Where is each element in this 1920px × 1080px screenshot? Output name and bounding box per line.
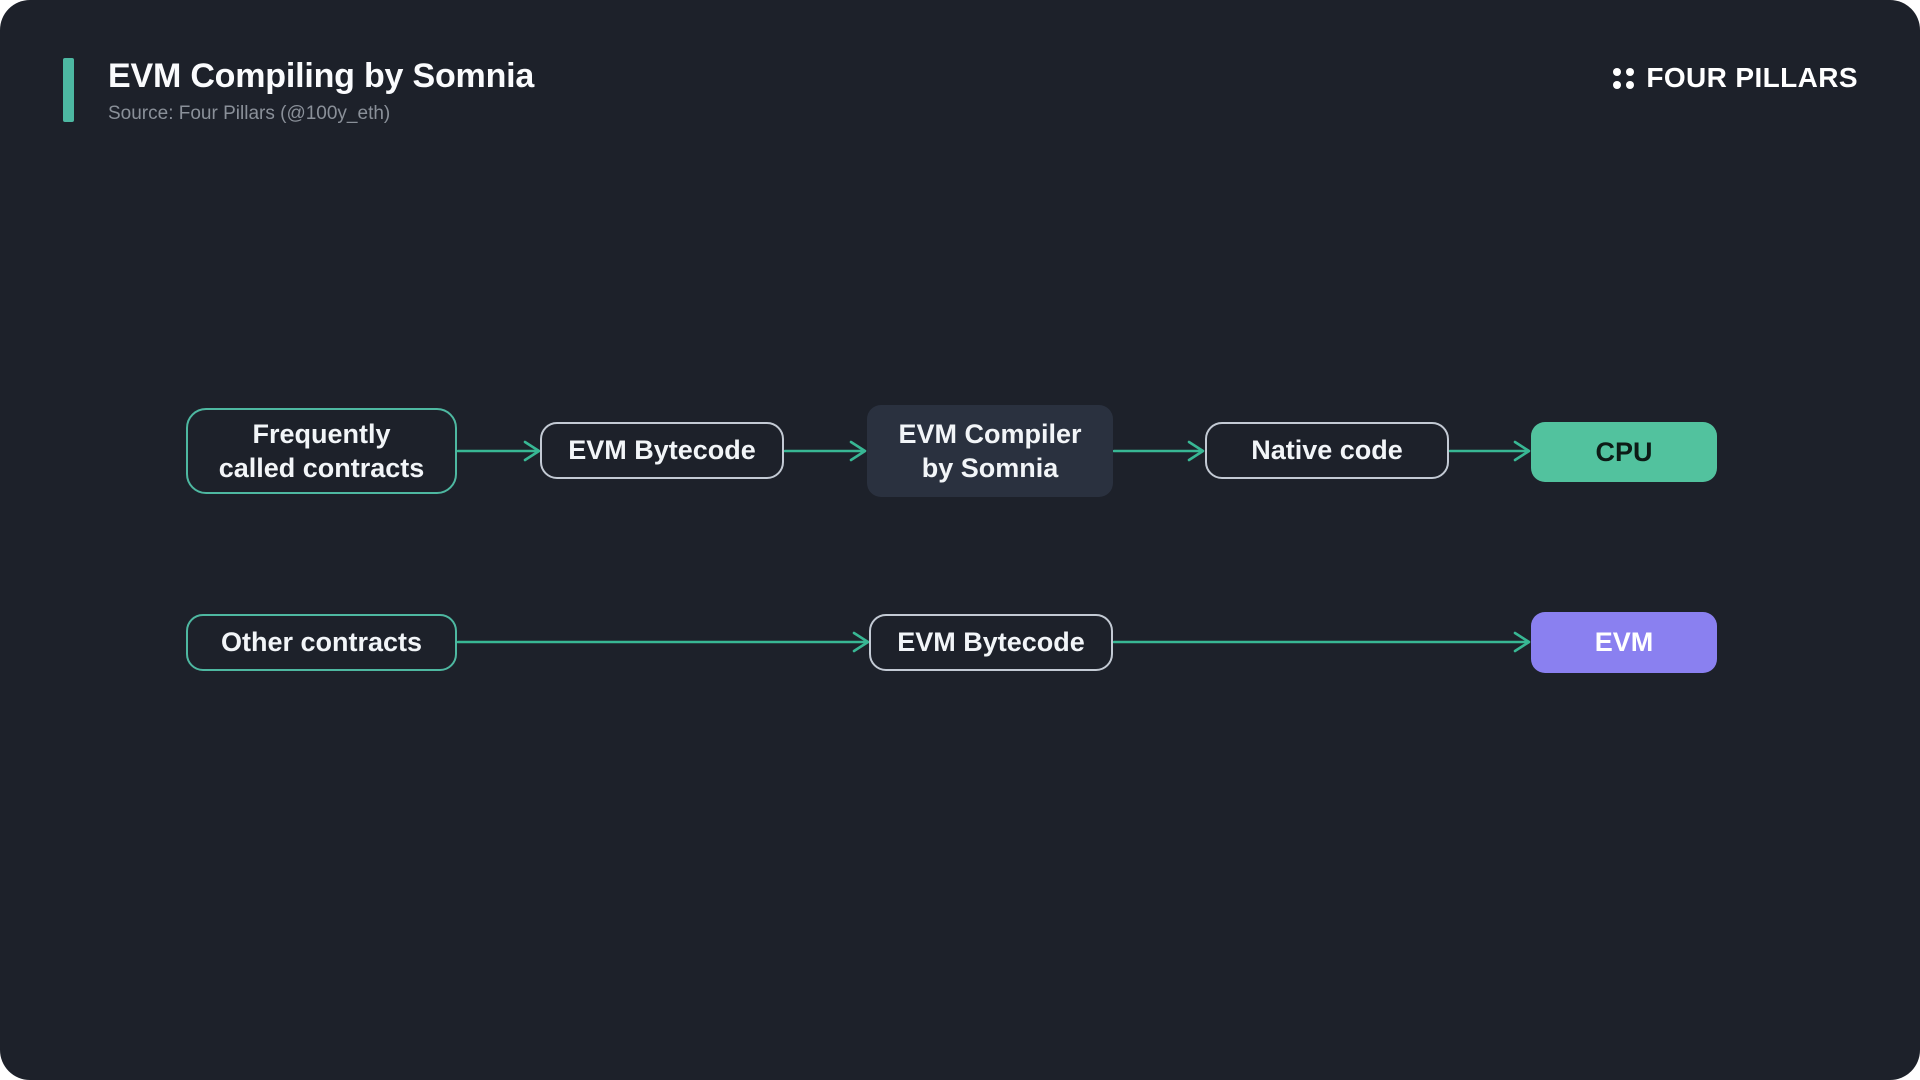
node-other-contracts: Other contracts: [186, 614, 457, 671]
page-title: EVM Compiling by Somnia: [108, 57, 535, 95]
brand-logo: FOUR PILLARS: [1613, 58, 1858, 98]
title-block: EVM Compiling by Somnia Source: Four Pil…: [108, 57, 535, 125]
node-label-line: EVM Bytecode: [897, 627, 1085, 658]
four-dots-icon: [1613, 67, 1635, 89]
node-cpu: CPU: [1531, 422, 1717, 482]
node-label-line: EVM Compiler: [898, 418, 1082, 449]
node-evm-compiler-by-somnia: EVM Compiler by Somnia: [867, 405, 1113, 497]
node-label-line: Frequently: [252, 418, 391, 449]
flow-arrow-1: [456, 440, 541, 462]
node-label-line: by Somnia: [921, 453, 1059, 483]
node-evm-bytecode-row1: EVM Bytecode: [540, 422, 784, 479]
node-label-line: EVM Bytecode: [568, 435, 756, 466]
flow-arrow-4: [1448, 440, 1531, 462]
node-evm-bytecode-row2: EVM Bytecode: [869, 614, 1113, 671]
node-native-code: Native code: [1205, 422, 1449, 479]
header: EVM Compiling by Somnia Source: Four Pil…: [63, 57, 535, 125]
node-label-line: Native code: [1251, 435, 1403, 466]
title-accent-bar: [63, 58, 74, 122]
flow-arrow-3: [1112, 440, 1205, 462]
node-label-line: EVM: [1594, 627, 1654, 658]
node-label-line: CPU: [1595, 436, 1653, 467]
node-evm: EVM: [1531, 612, 1717, 673]
flow-arrow-5: [456, 631, 870, 653]
flow-arrow-6: [1112, 631, 1531, 653]
node-label-line: Other contracts: [220, 627, 423, 658]
source-caption: Source: Four Pillars (@100y_eth): [108, 103, 391, 125]
node-frequently-called-contracts: Frequently called contracts: [186, 408, 457, 494]
flow-arrow-2: [783, 440, 867, 462]
node-label-line: called contracts: [218, 453, 425, 483]
brand-name: FOUR PILLARS: [1646, 62, 1858, 93]
